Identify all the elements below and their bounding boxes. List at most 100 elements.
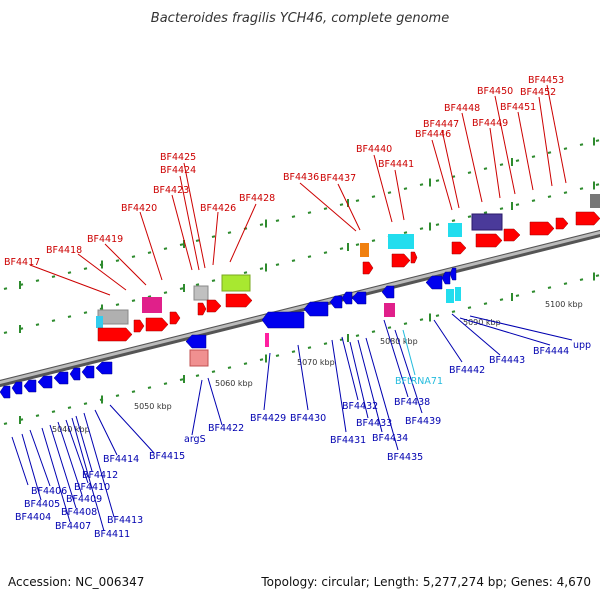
tick-upper bbox=[563, 191, 568, 194]
reverse-gene-arrow[interactable] bbox=[381, 285, 395, 299]
feature-box-cyan[interactable] bbox=[455, 287, 461, 301]
gene-label[interactable]: BF4406 bbox=[31, 486, 67, 497]
gene-label[interactable]: BF4424 bbox=[160, 165, 196, 176]
feature-box-cyan[interactable] bbox=[96, 316, 103, 328]
gene-label[interactable]: BF4418 bbox=[46, 245, 82, 256]
reverse-gene-arrow[interactable] bbox=[425, 275, 443, 290]
gene-label[interactable]: BF4412 bbox=[82, 470, 118, 481]
reverse-gene-arrow[interactable] bbox=[303, 301, 329, 317]
gene-label[interactable]: BF4448 bbox=[444, 103, 480, 114]
feature-box-lime[interactable] bbox=[221, 274, 251, 292]
gene-label[interactable]: BF4410 bbox=[74, 482, 110, 493]
feature-box-orange[interactable] bbox=[360, 243, 369, 257]
scale-label: 5050 kbp bbox=[134, 402, 172, 411]
gene-label[interactable]: BF4444 bbox=[533, 346, 569, 357]
gene-label[interactable]: BF4439 bbox=[405, 416, 441, 427]
feature-box-cyan[interactable] bbox=[446, 289, 454, 303]
forward-gene-arrow[interactable] bbox=[410, 251, 418, 264]
scale-label: 5070 kbp bbox=[297, 358, 335, 367]
feature-box-cyan[interactable] bbox=[388, 234, 414, 249]
gene-label[interactable]: BF4420 bbox=[121, 203, 157, 214]
forward-gene-arrow[interactable] bbox=[391, 253, 411, 268]
reverse-gene-arrow[interactable] bbox=[441, 271, 451, 285]
gene-label[interactable]: BF4434 bbox=[372, 433, 408, 444]
feature-box-pink[interactable] bbox=[265, 333, 269, 347]
feature-box-magenta[interactable] bbox=[384, 303, 395, 317]
gene-label[interactable]: BF4431 bbox=[330, 435, 366, 446]
forward-gene-arrow[interactable] bbox=[555, 217, 569, 230]
reverse-gene-arrow[interactable] bbox=[23, 379, 37, 393]
gene-label[interactable]: upp bbox=[573, 340, 591, 351]
forward-gene-arrow[interactable] bbox=[225, 293, 253, 308]
reverse-gene-arrow[interactable] bbox=[69, 367, 81, 381]
gene-label[interactable]: argS bbox=[184, 434, 206, 445]
forward-gene-arrow[interactable] bbox=[206, 299, 222, 313]
gene-label[interactable]: BF4453 bbox=[528, 75, 564, 86]
reverse-gene-arrow[interactable] bbox=[53, 371, 69, 385]
reverse-gene-arrow[interactable] bbox=[185, 334, 207, 349]
gene-label[interactable]: BF4452 bbox=[520, 87, 556, 98]
gene-label[interactable]: BF4435 bbox=[387, 452, 423, 463]
reverse-gene-arrow[interactable] bbox=[95, 361, 113, 375]
gene-label[interactable]: BF4429 bbox=[250, 413, 286, 424]
gene-label[interactable]: BF4408 bbox=[61, 507, 97, 518]
forward-gene-arrow[interactable] bbox=[145, 317, 169, 332]
gene-label[interactable]: BF4428 bbox=[239, 193, 275, 204]
feature-box-gray[interactable] bbox=[193, 285, 209, 301]
gene-label[interactable]: BF4426 bbox=[200, 203, 236, 214]
gene-label[interactable]: BF4436 bbox=[283, 172, 319, 183]
feature-box-purple[interactable] bbox=[471, 213, 503, 231]
forward-gene-arrow[interactable] bbox=[575, 211, 600, 226]
gene-label[interactable]: BF4433 bbox=[356, 418, 392, 429]
forward-gene-arrow[interactable] bbox=[475, 233, 503, 248]
gene-label[interactable]: BF4450 bbox=[477, 86, 513, 97]
forward-gene-arrow[interactable] bbox=[451, 241, 467, 255]
gene-label[interactable]: BF4437 bbox=[320, 173, 356, 184]
gene-label[interactable]: BF4442 bbox=[449, 365, 485, 376]
gene-label[interactable]: BF4422 bbox=[208, 423, 244, 434]
reverse-gene-arrow[interactable] bbox=[11, 381, 23, 395]
gene-label[interactable]: BF4405 bbox=[24, 499, 60, 510]
forward-gene-arrow[interactable] bbox=[97, 327, 133, 342]
gene-label[interactable]: BF4411 bbox=[94, 529, 130, 540]
reverse-gene-arrow[interactable] bbox=[261, 311, 305, 329]
reverse-gene-arrow[interactable] bbox=[329, 295, 343, 309]
reverse-gene-arrow[interactable] bbox=[37, 375, 53, 389]
rna-gene-label[interactable]: BFtRNA71 bbox=[395, 376, 443, 387]
gene-label[interactable]: BF4423 bbox=[153, 185, 189, 196]
gene-label[interactable]: BF4447 bbox=[423, 119, 459, 130]
feature-box-salmon[interactable] bbox=[189, 349, 209, 367]
gene-label[interactable]: BF4440 bbox=[356, 144, 392, 155]
gene-label[interactable]: BF4409 bbox=[66, 494, 102, 505]
gene-label[interactable]: BF4417 bbox=[4, 257, 40, 268]
gene-label[interactable]: BF4443 bbox=[489, 355, 525, 366]
gene-label[interactable]: BF4419 bbox=[87, 234, 123, 245]
reverse-gene-arrow[interactable] bbox=[449, 267, 457, 281]
gene-label[interactable]: BF4414 bbox=[103, 454, 139, 465]
forward-gene-arrow[interactable] bbox=[362, 261, 374, 275]
gene-label[interactable]: BF4404 bbox=[15, 512, 51, 523]
gene-label[interactable]: BF4446 bbox=[415, 129, 451, 140]
reverse-gene-arrow[interactable] bbox=[341, 291, 353, 305]
feature-box-magenta[interactable] bbox=[142, 297, 162, 313]
reverse-gene-arrow[interactable] bbox=[0, 385, 11, 399]
forward-gene-arrow[interactable] bbox=[169, 311, 181, 325]
gene-label[interactable]: BF4413 bbox=[107, 515, 143, 526]
feature-box-gray[interactable] bbox=[590, 194, 600, 208]
gene-label[interactable]: BF4425 bbox=[160, 152, 196, 163]
gene-label[interactable]: BF4407 bbox=[55, 521, 91, 532]
gene-label[interactable]: BF4449 bbox=[472, 118, 508, 129]
gene-label[interactable]: BF4438 bbox=[394, 397, 430, 408]
reverse-gene-arrow[interactable] bbox=[351, 291, 367, 305]
gene-label[interactable]: BF4451 bbox=[500, 102, 536, 113]
gene-label[interactable]: BF4441 bbox=[378, 159, 414, 170]
reverse-gene-arrow[interactable] bbox=[81, 365, 95, 379]
forward-gene-arrow[interactable] bbox=[197, 302, 207, 316]
gene-label[interactable]: BF4432 bbox=[342, 401, 378, 412]
forward-gene-arrow[interactable] bbox=[529, 221, 555, 236]
forward-gene-arrow[interactable] bbox=[133, 319, 145, 333]
gene-label[interactable]: BF4430 bbox=[290, 413, 326, 424]
gene-label[interactable]: BF4415 bbox=[149, 451, 185, 462]
feature-box-cyan[interactable] bbox=[448, 223, 462, 237]
forward-gene-arrow[interactable] bbox=[503, 228, 521, 242]
